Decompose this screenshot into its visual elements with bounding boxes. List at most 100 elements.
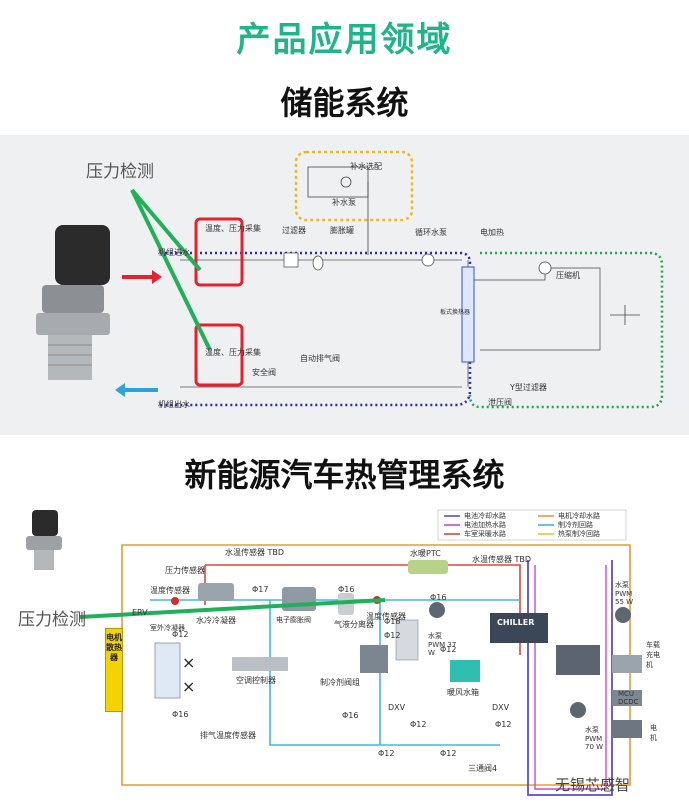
dxv-b-label: DXV: [492, 703, 510, 712]
chiller-icon: [490, 613, 548, 643]
water-temp-tbd-label: 水温传感器 TBD: [225, 548, 285, 557]
refrig-valve-group-icon: [360, 645, 388, 673]
legend-item-4: 制冷剂回路: [558, 521, 593, 529]
motor-icon: [612, 720, 642, 738]
safety-valve-label: 安全阀: [252, 368, 276, 377]
heat-exch-label: 温度传感器: [366, 612, 406, 621]
ac-ctrl-label: 空调控制器: [236, 676, 276, 685]
legend-item-3: 电机冷却水路: [558, 512, 600, 520]
exhaust-valve-label: 自动排气阀: [300, 354, 340, 363]
erv-label: ERV: [132, 608, 148, 617]
charger-icon: [612, 655, 642, 673]
heater-label: 电加热: [480, 228, 504, 237]
ac-controller-icon: [232, 657, 288, 671]
phi16-a-label: Φ16: [338, 585, 355, 594]
sensor-top-label: 温度、压力采集: [205, 224, 261, 233]
pressure-detection-callout-ev: 压力检测: [18, 610, 86, 630]
cabin-heating-loop: [204, 564, 521, 655]
dxv-a-label: DXV: [388, 703, 406, 712]
battery-heating-loop: [534, 565, 607, 790]
water-ptc-icon: [408, 560, 448, 574]
phi12-e-label: Φ12: [440, 749, 457, 758]
motor-radiator-box: 电机散热器: [105, 628, 123, 712]
water-cooled-condenser-icon: [198, 583, 234, 601]
pump-55w-label: 水泵 PWM 55 W: [615, 581, 634, 606]
ev-thermal-diagram: ⨯ ⨯ 压力检测 电机散热器 电池冷却水路电池加热水路车室采暖水路电机冷却水路制…: [0, 505, 689, 802]
phi18-label: Φ18: [384, 617, 401, 626]
motor-radiator-label: 电机散热器: [106, 633, 122, 662]
fan-icon-1: ⨯: [182, 653, 195, 672]
condenser-label: 室外冷凝器: [150, 624, 185, 632]
phi12-a-label: Φ12: [172, 630, 189, 639]
battery-cooling-loop: [527, 560, 613, 796]
plate-hx-label: 板式换热器: [440, 309, 471, 316]
callout-line-bottom: [130, 189, 212, 351]
pressure-sensor-photo-1: [36, 225, 110, 380]
section-title-energy-storage: 储能系统: [280, 84, 409, 122]
circ-pump-icon: [421, 253, 435, 267]
circ-pump-label: 循环水泵: [415, 228, 447, 237]
makeup-option-box: [294, 150, 414, 222]
expansion-tank-label: 膨胀罐: [330, 226, 354, 235]
phi12-b-label: Φ12: [384, 631, 401, 640]
battery-pack-icon: [556, 645, 600, 675]
sensor-bottom-label: 温度、压力采集: [205, 348, 261, 357]
callout-line-ev: [79, 598, 386, 619]
fan-icon-2: ⨯: [182, 677, 195, 696]
gas-liquid-label: 气液分离器: [334, 620, 374, 629]
water-temp-tbd2-label: 水温传感器 TBD: [472, 555, 532, 564]
outdoor-condenser-icon: [154, 642, 181, 699]
charger-label: 车载充电机: [646, 641, 660, 669]
phi12-c-label: Φ12: [410, 720, 427, 729]
phi16-d-label: Φ16: [342, 711, 359, 720]
phi12-d-label: Φ12: [495, 720, 512, 729]
makeup-pump-icon: [340, 176, 352, 188]
evap-label: 电子膨胀阀: [276, 616, 311, 624]
compressor-label: 压缩机: [556, 271, 580, 280]
refrig-valve-label: 制冷剂阀组: [320, 678, 360, 687]
expansion-tank-icon: [312, 255, 324, 271]
page-title: 产品应用领域: [236, 20, 453, 60]
refrigerant-loop: [468, 251, 664, 409]
water-cooled-label: 水冷冷凝器: [196, 616, 236, 625]
section-title-ev-thermal: 新能源汽车热管理系统: [184, 456, 505, 494]
heat-exchanger-icon: [395, 619, 419, 661]
y-filter-label: Y型过滤器: [510, 383, 547, 392]
mcu-label: MCU DCDC: [618, 690, 639, 706]
motor-label: 电机: [650, 724, 657, 742]
phi17-label: Φ17: [252, 585, 269, 594]
sensor-highlight-bottom: [194, 323, 244, 387]
phi12-g-label: Φ12: [440, 645, 457, 654]
main-water-loop: [160, 251, 472, 407]
mcu-icon: [612, 690, 642, 706]
pump-37w-label: 水泵 PWM 37 W: [428, 632, 457, 657]
three-way-label: 三通阀4: [468, 764, 498, 773]
pump-70w-label: 水泵 PWM 70 W: [585, 726, 604, 751]
outlet-label: 机组出水: [158, 400, 190, 409]
heater-core-icon: [450, 660, 480, 682]
energy-storage-diagram: 压力检测 补水选配 补水泵 温度、压力采集 过滤器 膨胀罐 循环水泵 电加热 压…: [0, 135, 689, 435]
pressure-sensor-photo-2: [26, 510, 62, 570]
phi16-c-label: Φ16: [172, 710, 189, 719]
filter-icon: [283, 252, 299, 268]
pressure-detection-callout: 压力检测: [86, 162, 154, 182]
heater-core-label: 暖风水箱: [447, 688, 479, 697]
drain-valve-label: 泄压阀: [488, 398, 512, 407]
legend-item-5: 热泵制冷回路: [558, 530, 600, 538]
legend-box: [437, 509, 627, 541]
temp-sensor-label: 温度传感器: [150, 586, 190, 595]
phi16-b-label: Φ16: [430, 593, 447, 602]
makeup-pump-label: 补水泵: [332, 198, 356, 207]
chiller-label: CHILLER: [497, 618, 535, 627]
legend-item-2: 车室采暖水路: [464, 530, 506, 538]
pump-70w-icon: [570, 702, 586, 718]
pump-55w-icon: [615, 607, 631, 623]
legend-item-1: 电池加热水路: [464, 521, 506, 529]
energy-storage-schematic: [36, 150, 664, 409]
plate-heat-exchanger-icon: [461, 266, 475, 363]
pressure-sensor-label: 压力传感器: [165, 566, 205, 575]
makeup-box-label: 补水选配: [350, 162, 382, 171]
inlet-label: 机组进水: [158, 248, 190, 257]
watermark: 无锡芯感智: [555, 776, 631, 794]
legend-item-0: 电池冷却水路: [464, 512, 506, 520]
